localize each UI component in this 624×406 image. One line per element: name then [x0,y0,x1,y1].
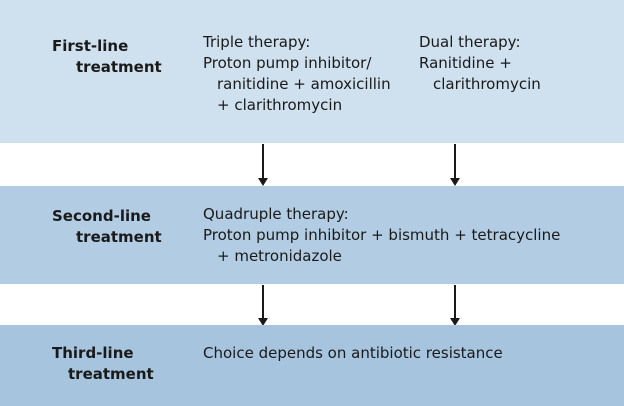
third-line-label-line2: treatment [68,365,154,383]
triple-therapy-line4: + clarithromycin [217,96,343,114]
triple-therapy-heading: Triple therapy: [203,33,311,51]
second-line-band: Second-line treatment Quadruple therapy:… [0,186,624,284]
dual-therapy-heading: Dual therapy: [419,33,521,51]
third-line-band: Third-line treatment Choice depends on a… [0,325,624,406]
arrow-second-to-third-right [450,285,460,326]
first-line-label-line2: treatment [76,58,162,76]
arrow-triple-to-second [258,144,268,186]
first-line-label: First-line treatment [52,36,162,78]
quadruple-therapy-line2: Proton pump inhibitor + bismuth + tetrac… [203,226,561,244]
arrow-second-to-third-left [258,285,268,326]
second-line-label-line2: treatment [76,228,162,246]
triple-therapy-text: Triple therapy: Proton pump inhibitor/ r… [203,32,391,116]
third-line-choice: Choice depends on antibiotic resistance [203,344,503,362]
quadruple-therapy-text: Quadruple therapy: Proton pump inhibitor… [203,204,560,267]
third-line-label-line1: Third-line [52,344,134,362]
third-line-text: Choice depends on antibiotic resistance [203,343,503,364]
second-line-label-line1: Second-line [52,207,151,225]
first-line-label-line1: First-line [52,37,129,55]
dual-therapy-line3: clarithromycin [433,75,541,93]
quadruple-therapy-line3: + metronidazole [217,247,342,265]
third-line-label: Third-line treatment [52,343,154,385]
triple-therapy-line2: Proton pump inhibitor/ [203,54,372,72]
first-line-band: First-line treatment Triple therapy: Pro… [0,0,624,143]
triple-therapy-line3: ranitidine + amoxicillin [217,75,391,93]
arrow-dual-to-second [450,144,460,186]
quadruple-therapy-heading: Quadruple therapy: [203,205,349,223]
dual-therapy-line2: Ranitidine + [419,54,512,72]
second-line-label: Second-line treatment [52,206,162,248]
dual-therapy-text: Dual therapy: Ranitidine + clarithromyci… [419,32,541,95]
